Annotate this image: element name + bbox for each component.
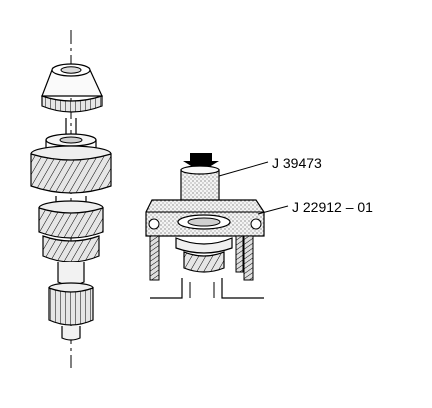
pinion-gear (48, 282, 94, 341)
press-bed (150, 278, 264, 299)
tapered-roller-bearing (41, 63, 103, 113)
middle-helical-gear (38, 196, 104, 263)
large-helical-gear (30, 133, 112, 194)
press-assembly (145, 153, 265, 299)
gear-in-press (175, 237, 233, 273)
callout-driver-tool: J 39473 (218, 155, 322, 177)
threaded-bolts (149, 235, 254, 281)
callout-label-bearing-separator: J 22912 – 01 (292, 199, 373, 215)
bearing-separator (145, 199, 265, 237)
callout-label-driver-tool: J 39473 (272, 155, 322, 171)
shaft-assembly (30, 30, 112, 368)
callout-bearing-separator: J 22912 – 01 (257, 199, 373, 215)
